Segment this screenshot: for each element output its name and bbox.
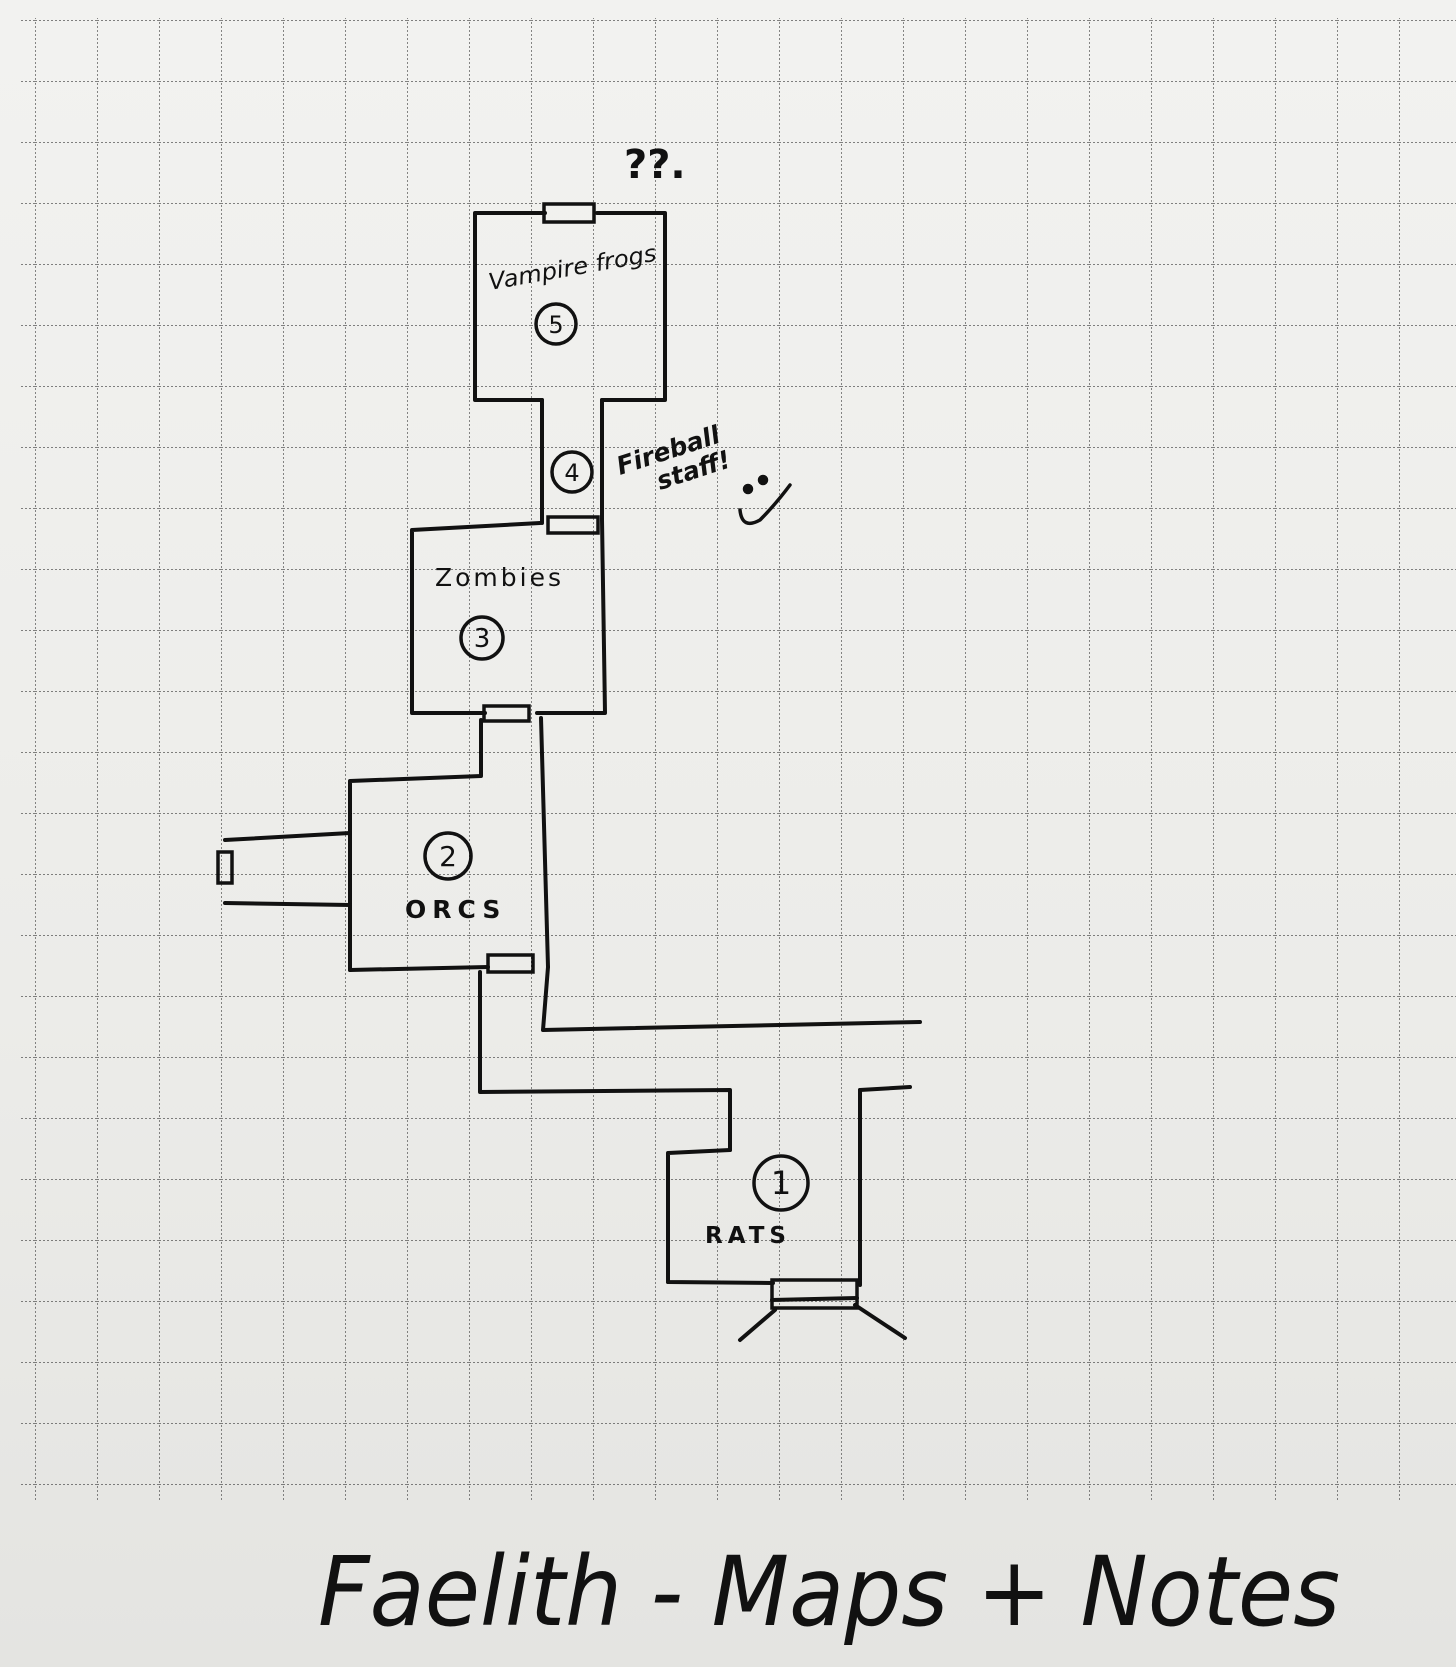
room-1-number: 1 (771, 1164, 791, 1202)
room-5-number: 5 (548, 311, 563, 339)
room-2-marker (423, 831, 473, 881)
door-room-5-north (542, 202, 596, 224)
room-number-markers (423, 302, 810, 1212)
notebook-title: Faelith - Maps + Notes (318, 1536, 1340, 1648)
door-room-2-south (486, 953, 535, 974)
room-5 (473, 211, 667, 402)
smiley-face-icon (738, 474, 792, 526)
room-5-marker (534, 302, 578, 346)
room-2-number: 2 (439, 840, 457, 873)
grid-area (20, 18, 1456, 1500)
door-room-1-south (770, 1278, 859, 1310)
room-3 (410, 518, 607, 715)
room-2-label: ORCS (405, 895, 506, 924)
passage-2-to-1 (478, 965, 922, 1287)
question-marks-note: ??. (624, 142, 686, 188)
room-1-label: RATS (705, 1223, 791, 1249)
door-room-4-south (546, 515, 600, 535)
room-2 (223, 831, 490, 972)
door-room-3-south (482, 704, 531, 723)
room-3-label: Zombies (435, 563, 564, 592)
door-room-2-west (216, 850, 234, 885)
room-3-number: 3 (474, 624, 491, 654)
room-1 (666, 1148, 775, 1285)
stairs-exit (738, 1296, 907, 1342)
room-1-marker (752, 1154, 810, 1212)
passage-3-to-2 (348, 716, 550, 969)
room-4-number: 4 (564, 459, 579, 487)
room-3-marker (459, 615, 505, 661)
room-4-marker (550, 450, 594, 494)
room-4-corridor (540, 398, 604, 525)
